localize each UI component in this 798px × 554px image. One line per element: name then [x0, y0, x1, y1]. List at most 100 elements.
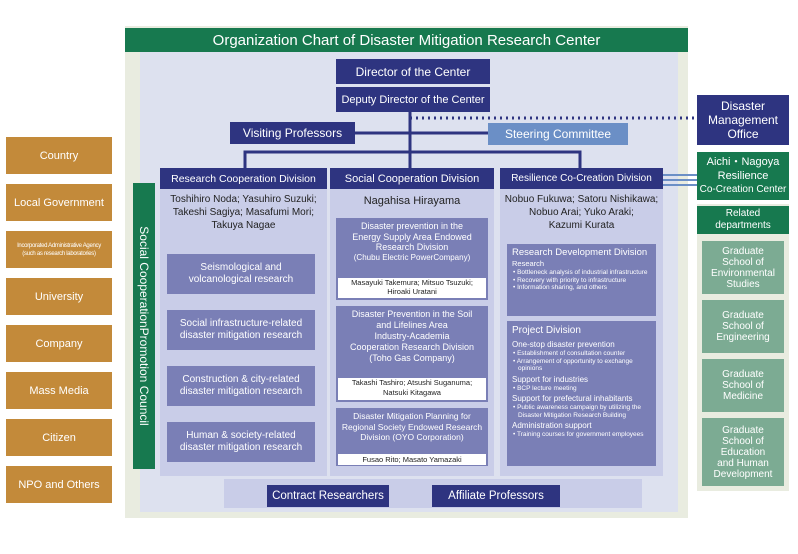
- dept-line: Development: [713, 468, 773, 480]
- dept-line: Studies: [726, 278, 760, 290]
- dept-line: School of: [722, 380, 764, 391]
- rdd-bullet: • Recovery with priority to infrastructu…: [513, 276, 627, 284]
- social-title: Social Cooperation Division: [330, 168, 494, 189]
- project-bullets: • Public awareness campaign by utilizing…: [512, 404, 651, 419]
- project-heading: One-stop disaster prevention: [512, 340, 615, 349]
- contract-researchers-box: Contract Researchers: [267, 485, 389, 507]
- project-bullet: • Public awareness campaign by utilizing…: [513, 404, 642, 419]
- resilience-member-line: Kazumi Kurata: [548, 220, 615, 231]
- research-member-line: Takeshi Sagiya; Masafumi Mori;: [172, 207, 315, 218]
- unit-sponsor: (Chubu Electric PowerCompany): [353, 252, 471, 262]
- unit-title-line: Industry-Academia: [374, 331, 450, 341]
- unit-title-line: Disaster Mitigation Planning for: [353, 411, 471, 421]
- rdd-bullet: • Information sharing, and others: [513, 284, 608, 291]
- project-bullets: • BCP lecture meeting: [512, 385, 651, 393]
- item-line: Construction & city-related: [182, 374, 300, 385]
- unit-title-line: and Lifelines Area: [376, 320, 448, 330]
- project-heading: Support for prefectural inhabitants: [512, 394, 633, 403]
- unit-member-line: Natsuki Kitagawa: [383, 388, 441, 397]
- dmo-line: Disaster: [720, 99, 765, 113]
- item-line: disaster mitigation research: [179, 386, 303, 397]
- social-unit-soil-title: Disaster Prevention in the Soil and Life…: [336, 309, 488, 364]
- project-heading: Administration support: [512, 421, 592, 430]
- chart-title: Organization Chart of Disaster Mitigatio…: [125, 28, 688, 52]
- social-unit-soil-members: Takashi Tashiro; Atsushi Suganuma; Natsu…: [338, 378, 486, 400]
- dept-line: Graduate: [722, 310, 764, 321]
- affiliate-professors-box: Affiliate Professors: [432, 485, 560, 507]
- partner-administrative-agency: Incorporated Administrative Agency (such…: [6, 231, 112, 268]
- dept-line: School of: [722, 321, 764, 332]
- project-bullets: • Establishment of consultation counter …: [512, 350, 651, 373]
- dmo-line: Office: [727, 127, 759, 141]
- aichi-nagoya-center: Aichi・Nagoya Resilience Co-Creation Cent…: [697, 152, 789, 200]
- aichi-line: Co-Creation Center: [699, 184, 787, 195]
- unit-member-line: Masayuki Takemura; Mitsuo Tsuzuki;: [351, 278, 473, 287]
- partner-mass-media: Mass Media: [6, 372, 112, 409]
- project-bullets: • Training courses for government employ…: [512, 431, 651, 439]
- research-title: Research Cooperation Division: [160, 168, 327, 189]
- related-line: Related: [725, 208, 761, 219]
- dept-line: School of: [722, 435, 764, 447]
- aichi-line: Resilience: [717, 170, 769, 182]
- project-bullet: • Arrangement of opportunity to exchange…: [513, 357, 633, 373]
- dept-line: Education: [720, 446, 766, 458]
- partner-company: Company: [6, 325, 112, 362]
- research-member-line: Toshihiro Noda; Yasuhiro Suzuki;: [170, 194, 317, 205]
- resilience-title: Resilience Co-Creation Division: [500, 168, 663, 189]
- unit-member-line: Hiroaki Uratani: [387, 287, 437, 296]
- unit-title-line: Cooperation Research Division: [349, 342, 475, 352]
- dept-medicine: Graduate School of Medicine: [702, 359, 784, 412]
- dept-line: Graduate: [722, 369, 764, 380]
- partner-country: Country: [6, 137, 112, 174]
- partner-citizen: Citizen: [6, 419, 112, 456]
- rdd-title: Research Development Division: [512, 247, 648, 258]
- project-title: Project Division: [512, 325, 581, 336]
- rdd-bullet: • Bottleneck analysis of industrial infr…: [513, 269, 648, 276]
- steering-committee-box: Steering Committee: [488, 123, 628, 145]
- unit-title-line: Disaster prevention in the: [360, 221, 464, 231]
- research-members: Toshihiro Noda; Yasuhiro Suzuki; Takeshi…: [160, 193, 327, 232]
- unit-member-line: Takashi Tashiro; Atsushi Suganuma;: [351, 378, 473, 387]
- visiting-professors-box: Visiting Professors: [230, 122, 355, 144]
- project-bullet: • Training courses for government employ…: [513, 431, 644, 438]
- rdd-bullets: • Bottleneck analysis of industrial infr…: [512, 269, 651, 292]
- dept-line: Environmental: [711, 267, 775, 279]
- partner-local-government: Local Government: [6, 184, 112, 221]
- dept-engineering: Graduate School of Engineering: [702, 300, 784, 353]
- partner-npo: NPO and Others: [6, 466, 112, 503]
- dept-line: School of: [722, 256, 764, 268]
- branch-lines: [243, 150, 582, 168]
- deputy-director-box: Deputy Director of the Center: [336, 87, 490, 112]
- resilience-member-line: Nobuo Arai; Yuko Araki;: [529, 207, 634, 218]
- dept-line: Medicine: [722, 391, 764, 402]
- resilience-member-line: Nobuo Fukuwa; Satoru Nishikawa;: [504, 194, 659, 205]
- project-bullet: • BCP lecture meeting: [513, 384, 577, 392]
- social-head: Nagahisa Hirayama: [363, 195, 461, 207]
- unit-title-line: Disaster Prevention in the Soil: [351, 309, 473, 319]
- item-line: Seismological and: [200, 262, 282, 273]
- social-unit-energy-title: Disaster prevention in the Energy Supply…: [336, 221, 488, 263]
- council-bar: [133, 183, 155, 469]
- partner-university: University: [6, 278, 112, 315]
- resilience-members: Nobuo Fukuwa; Satoru Nishikawa; Nobuo Ar…: [500, 193, 663, 232]
- unit-title-line: Division (OYO Corporation): [360, 432, 464, 442]
- disaster-management-office: Disaster Management Office: [697, 95, 789, 145]
- agency-label: Incorporated Administrative Agency: [17, 242, 101, 249]
- dept-line: Graduate: [722, 424, 764, 436]
- dept-line: Graduate: [722, 245, 764, 257]
- dept-line: and Human: [717, 457, 769, 469]
- unit-title-line: Energy Supply Area Endowed: [352, 231, 472, 242]
- dept-line: Engineering: [716, 332, 770, 343]
- related-line: departments: [715, 220, 771, 231]
- item-line: disaster mitigation research: [179, 442, 303, 453]
- social-unit-energy-members: Masayuki Takemura; Mitsuo Tsuzuki; Hiroa…: [338, 278, 486, 298]
- research-member-line: Takuya Nagae: [211, 220, 276, 231]
- project-heading: Support for industries: [512, 374, 589, 384]
- research-item-seismological: Seismological and volcanological researc…: [167, 254, 315, 294]
- dmo-line: Management: [707, 113, 779, 127]
- social-unit-oyo-members: Fusao Rito; Masato Yamazaki: [338, 454, 486, 465]
- research-item-infrastructure: Social infrastructure-related disaster m…: [167, 310, 315, 350]
- director-box: Director of the Center: [336, 59, 490, 84]
- social-unit-oyo-title: Disaster Mitigation Planning for Regiona…: [336, 411, 488, 443]
